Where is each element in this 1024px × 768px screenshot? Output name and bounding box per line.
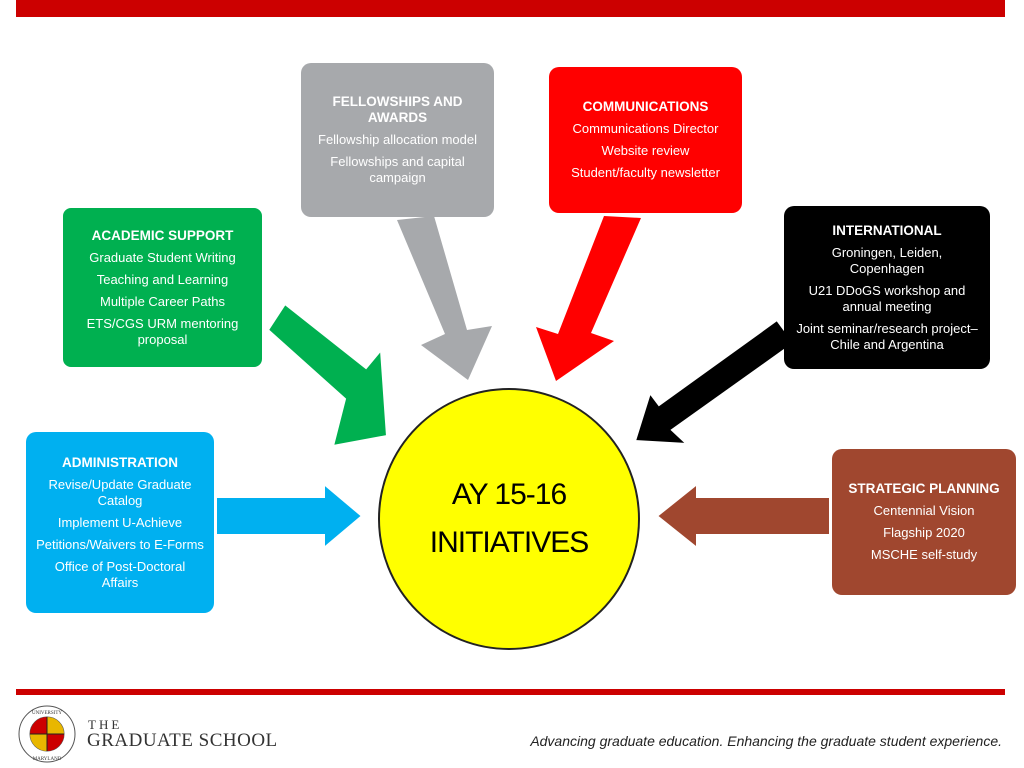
academic-item: Graduate Student Writing (89, 249, 236, 265)
graduate-school-name: GRADUATE SCHOOL (87, 730, 278, 751)
center-title-line2: INITIATIVES (429, 526, 589, 559)
bottom-red-bar (16, 689, 1005, 695)
administration-item: Revise/Update Graduate Catalog (48, 476, 192, 508)
university-seal-icon: UNIVERSITY MARYLAND (18, 705, 76, 763)
administration-box: ADMINISTRATION Revise/Update Graduate Ca… (26, 432, 214, 613)
international-item: U21 DDoGS workshop and annual meeting (808, 282, 966, 314)
administration-item: Petitions/Waivers to E-Forms (36, 536, 204, 552)
academic-item: Multiple Career Paths (100, 293, 225, 309)
communications-item: Communications Director (572, 121, 719, 136)
fellowships-item: Fellowships and capital campaign (330, 154, 465, 185)
fellowships-title: FELLOWSHIPS AND AWARDS (332, 94, 463, 125)
fellowships-box: FELLOWSHIPS AND AWARDS Fellowship alloca… (301, 63, 494, 217)
arrow-communications (536, 216, 641, 381)
administration-title: ADMINISTRATION (62, 454, 178, 470)
international-item: Joint seminar/research project–Chile and… (796, 320, 978, 352)
academic-item: ETS/CGS URM mentoring proposal (86, 315, 239, 347)
arrow-fellowships (397, 216, 492, 380)
arrow-academic (266, 302, 389, 448)
svg-text:MARYLAND: MARYLAND (33, 757, 62, 762)
strategic-item: Flagship 2020 (883, 525, 965, 540)
arrow-strategic (655, 481, 831, 551)
top-red-bar (16, 0, 1005, 17)
arrow-international (633, 318, 796, 446)
graduate-school-the: THE (88, 717, 123, 732)
international-box: INTERNATIONAL Groningen, Leiden, Copenha… (784, 206, 990, 369)
strategic-title: STRATEGIC PLANNING (848, 481, 1000, 496)
svg-text:UNIVERSITY: UNIVERSITY (32, 711, 62, 716)
strategic-item: MSCHE self-study (870, 547, 978, 562)
communications-title: COMMUNICATIONS (582, 99, 709, 114)
arrow-administration (215, 481, 364, 551)
communications-box: COMMUNICATIONS Communications Director W… (549, 67, 742, 213)
strategic-planning-box: STRATEGIC PLANNING Centennial Vision Fla… (832, 449, 1016, 595)
international-item: Groningen, Leiden, Copenhagen (831, 244, 943, 276)
administration-item: Implement U-Achieve (57, 514, 183, 530)
academic-item: Teaching and Learning (96, 271, 229, 287)
communications-item: Website review (601, 143, 690, 158)
academic-support-box: ACADEMIC SUPPORT Graduate Student Writin… (61, 206, 264, 369)
center-initiatives-circle: AY 15-16 INITIATIVES (378, 388, 640, 650)
fellowships-item: Fellowship allocation model (318, 132, 477, 147)
international-title: INTERNATIONAL (832, 222, 942, 238)
strategic-item: Centennial Vision (873, 503, 975, 518)
administration-item: Office of Post-Doctoral Affairs (54, 558, 186, 590)
center-title-line1: AY 15-16 (451, 478, 567, 511)
communications-item: Student/faculty newsletter (571, 165, 720, 180)
footer-tagline: Advancing graduate education. Enhancing … (530, 733, 1002, 749)
academic-title: ACADEMIC SUPPORT (91, 227, 234, 243)
